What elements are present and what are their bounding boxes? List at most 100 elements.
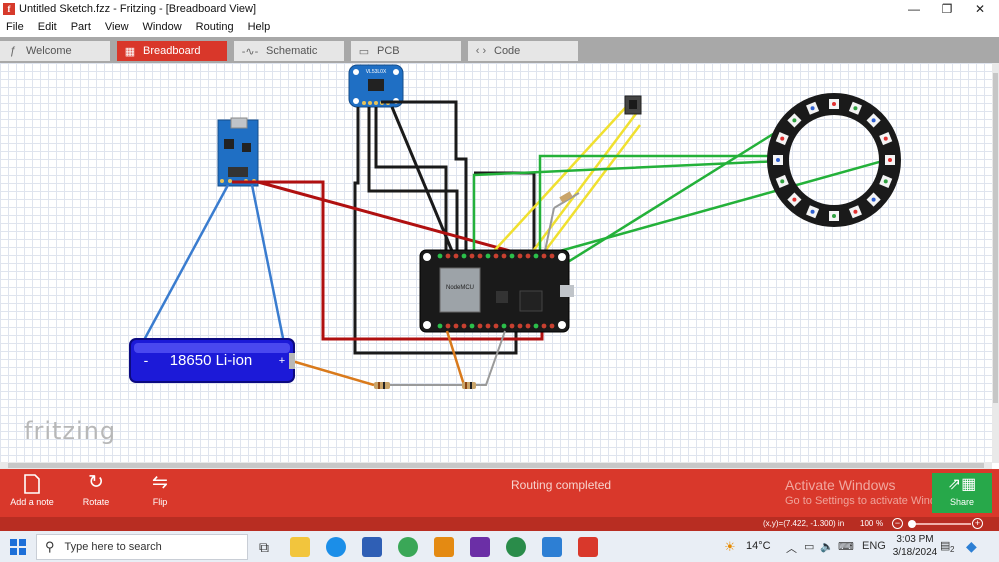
minimize-button[interactable]: — [908,2,920,16]
zoom-slider-handle[interactable] [908,520,917,528]
voltage-divider-wires[interactable] [291,330,506,387]
ring-led-die [810,106,815,111]
mcu-pin[interactable] [437,253,443,259]
breadboard-canvas[interactable]: VL53L0X [0,63,992,463]
mcu-pin[interactable] [541,323,547,329]
photos-icon[interactable] [542,537,562,557]
file-explorer-icon[interactable] [290,537,310,557]
mcu-pin[interactable] [493,323,499,329]
mcu-pin[interactable] [461,323,467,329]
mcu-pin[interactable] [509,323,515,329]
mcu-pin[interactable] [485,253,491,259]
mcu-pin[interactable] [437,323,443,329]
menu-file[interactable]: File [6,21,24,33]
windows-taskbar: ⚲ Type here to search ⧉ ☀ 14°C ︿ ▭ 🔈 ⌨ E… [0,531,999,562]
clock-time[interactable]: 3:03 PM [896,534,934,545]
black-wires[interactable] [353,100,536,355]
globe-app-icon[interactable] [506,537,526,557]
mcu-pin[interactable] [445,253,451,259]
mcu-pin[interactable] [525,253,531,259]
tab-code[interactable]: ‹ › Code [468,41,578,61]
input-language[interactable]: ENG [862,540,886,552]
menu-help[interactable]: Help [247,21,271,33]
mcu-pin[interactable] [517,323,523,329]
battery-18650[interactable]: - + 18650 Li-ion [129,338,295,383]
resistor-divider-1[interactable] [374,382,390,389]
menu-window[interactable]: Window [142,21,182,33]
vertical-scrollbar[interactable] [992,63,999,463]
mcu-pin[interactable] [549,323,555,329]
menu-edit[interactable]: Edit [37,21,57,33]
mcu-pin[interactable] [541,253,547,259]
vertical-scroll-thumb[interactable] [993,73,998,403]
zoom-value: 100 [860,519,874,528]
resistor-divider-2[interactable] [462,382,476,389]
maximize-button[interactable]: ❐ [941,2,953,16]
mcu-pin[interactable] [453,323,459,329]
taskbar-search-box[interactable]: ⚲ Type here to search [36,534,248,560]
mcu-pin[interactable] [485,323,491,329]
chrome-icon[interactable] [398,537,418,557]
push-button[interactable] [624,95,642,115]
distance-sensor-module[interactable]: VL53L0X [348,64,404,108]
mcu-pin[interactable] [501,253,507,259]
neopixel-ring[interactable] [767,93,901,227]
mcu-pin[interactable] [477,323,483,329]
mcu-pin[interactable] [525,323,531,329]
menu-routing[interactable]: Routing [195,21,234,33]
fritzing-taskbar-icon[interactable] [578,537,598,557]
mcu-pin[interactable] [477,253,483,259]
windows-start-button[interactable] [10,539,26,555]
blue-wires[interactable] [135,184,288,354]
visual-studio-icon[interactable] [470,537,490,557]
network-icon[interactable]: ▭ [804,541,815,553]
weather-icon[interactable]: ☀ [724,539,736,554]
menu-view[interactable]: View [104,21,129,33]
search-app-icon[interactable] [434,537,454,557]
charger-module[interactable] [217,117,259,187]
store-icon[interactable] [362,537,382,557]
breadboard-drawing[interactable]: VL53L0X [0,63,992,463]
tab-breadboard[interactable]: ▦ Breadboard [117,41,227,61]
zoom-in-button[interactable]: + [972,518,983,529]
mcu-pin[interactable] [493,253,499,259]
mcu-top-pins[interactable] [437,253,555,259]
copilot-icon[interactable]: ◆ [966,538,977,554]
flip-button[interactable]: ⇋ Flip [130,469,190,507]
mcu-pin[interactable] [469,253,475,259]
edge-browser-icon[interactable] [326,537,346,557]
horizontal-scrollbar[interactable] [0,462,992,469]
mcu-pin[interactable] [469,323,475,329]
share-button[interactable]: ⇗▦ Share [932,473,992,513]
menu-part[interactable]: Part [70,21,91,33]
tab-pcb[interactable]: ▭ PCB [351,41,461,61]
mcu-pin[interactable] [509,253,515,259]
red-wires[interactable] [232,180,544,341]
mcu-pin[interactable] [533,253,539,259]
mcu-pin[interactable] [445,323,451,329]
mcu-pin[interactable] [517,253,523,259]
tab-welcome[interactable]: ƒ Welcome [0,41,110,61]
volume-icon[interactable]: 🔈 [820,541,834,553]
mcu-bottom-pins[interactable] [437,323,555,329]
mcu-pin[interactable] [461,253,467,259]
close-button[interactable]: ✕ [974,2,986,16]
zoom-out-button[interactable]: − [892,518,903,529]
mcu-pin[interactable] [453,253,459,259]
task-view-icon[interactable]: ⧉ [259,539,269,555]
mcu-pin[interactable] [533,323,539,329]
nodemcu-board[interactable]: NodeMCU [419,249,574,333]
temperature[interactable]: 14°C [746,540,771,552]
clock-date[interactable]: 3/18/2024 [892,547,938,558]
horizontal-scroll-thumb[interactable] [8,463,984,468]
notifications-icon[interactable]: ▤ [940,540,951,552]
tray-chevron-icon[interactable]: ︿ [786,543,797,555]
keyboard-icon[interactable]: ⌨ [838,541,854,553]
mcu-pin[interactable] [501,323,507,329]
mcu-pin[interactable] [549,253,555,259]
zoom-slider[interactable] [908,520,971,528]
resistor-top[interactable] [544,191,580,252]
rotate-button[interactable]: ↻ Rotate [66,469,126,507]
add-note-button[interactable]: Add a note [2,469,62,507]
tab-schematic[interactable]: -∿- Schematic [234,41,344,61]
